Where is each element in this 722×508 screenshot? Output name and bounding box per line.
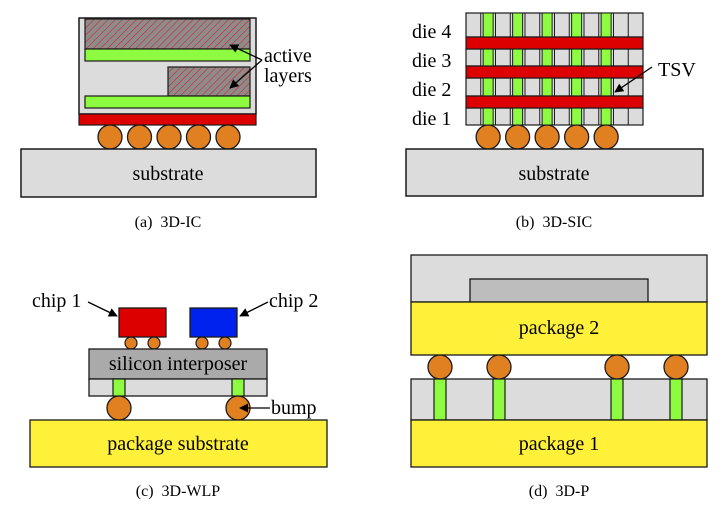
substrate-label: substrate (518, 163, 589, 185)
annotation-layers: layers (264, 65, 312, 87)
tsv (571, 107, 583, 126)
annotation-active: active (264, 45, 312, 67)
bonding-layer (465, 36, 644, 50)
bump-row (97, 124, 241, 150)
package-1-label: package 1 (519, 433, 600, 455)
caption-d: (d) 3D-P (529, 483, 590, 500)
chip-2 (189, 307, 238, 338)
green-layer-top (84, 48, 251, 62)
through-mold-via (610, 378, 624, 421)
solder-bump (185, 124, 212, 150)
micro-bump (218, 336, 232, 350)
tsv (571, 77, 583, 97)
bump-row (475, 124, 619, 150)
package-substrate-label: package substrate (107, 433, 249, 455)
tsv (541, 77, 553, 97)
tsv-label: TSV (658, 59, 696, 81)
interposer-base (88, 378, 268, 397)
bonding-layer (465, 65, 644, 79)
panel-3d-p: package 2 package 1 (d) 3D-P (410, 254, 708, 500)
tsv (541, 48, 553, 67)
solder-bump (215, 124, 241, 150)
caption-b: (b) 3D-SIC (516, 214, 592, 231)
via-row (433, 378, 683, 421)
die-label-4: die 4 (412, 21, 451, 43)
package-2-label: package 2 (519, 317, 600, 339)
solder-bump (97, 124, 123, 150)
micro-bump (124, 336, 138, 350)
through-mold-via (492, 378, 506, 421)
panel-3d-ic: substrate active layers (a) 3D-IC (20, 17, 317, 231)
solder-bump (504, 124, 531, 150)
tsv (482, 48, 494, 67)
solder-bump (563, 124, 590, 150)
c4-bump (106, 395, 132, 421)
solder-bump (593, 124, 619, 150)
package-substrate (29, 419, 328, 468)
tsv (512, 12, 524, 38)
substrate (20, 148, 317, 198)
chip1-arrow (87, 301, 118, 317)
micro-bump (195, 336, 209, 350)
solder-bump (126, 124, 153, 150)
bump-label: bump (271, 397, 317, 419)
interposer-label: silicon interposer (109, 353, 248, 375)
solder-bump (534, 124, 560, 150)
panel-3d-sic: substrate die 4 die 3 die 2 die 1 TSV (b… (405, 12, 704, 231)
solder-bump (156, 124, 182, 150)
tsv (541, 12, 553, 38)
top-die (469, 278, 649, 303)
tsv (482, 12, 494, 38)
tsv (482, 107, 494, 126)
bonding-layer (465, 95, 644, 109)
solder-ball (486, 354, 512, 380)
through-mold-via (669, 378, 683, 421)
tsv (482, 77, 494, 97)
solder-ball (663, 354, 689, 380)
panel-3d-wlp: silicon interposer package substrate chi… (29, 290, 328, 500)
red-redistribution-layer (78, 113, 257, 126)
tsv (512, 48, 524, 67)
tsv (600, 12, 612, 38)
green-layer-bottom (84, 95, 251, 109)
tsv (571, 48, 583, 67)
tsv-via (231, 378, 245, 397)
caption-a: (a) 3D-IC (135, 214, 202, 231)
substrate-label: substrate (132, 163, 203, 185)
tsv (512, 77, 524, 97)
tsv (512, 107, 524, 126)
chip1-label: chip 1 (32, 290, 81, 312)
substrate (405, 148, 704, 197)
tsv (571, 12, 583, 38)
tsv (600, 48, 612, 67)
annotation-arrow-bottom (229, 59, 263, 89)
solder-ball (604, 354, 630, 380)
die-label-3: die 3 (412, 50, 451, 72)
silicon-interposer (88, 348, 268, 380)
package-1 (410, 419, 708, 468)
active-layer-top (84, 18, 251, 50)
bottom-mold (410, 378, 708, 421)
tsv-arrow (614, 66, 653, 93)
annotation-arrow-top (229, 44, 263, 61)
chip-1 (118, 307, 167, 338)
through-mold-via (433, 378, 447, 421)
die-stack (465, 12, 644, 126)
micro-bump (147, 336, 161, 350)
tsv-via (112, 378, 126, 397)
die-label-2: die 2 (412, 79, 451, 101)
tsv (600, 77, 612, 97)
tsv (541, 107, 553, 126)
solder-ball (427, 354, 453, 380)
chip2-label: chip 2 (269, 290, 318, 312)
tsv (600, 107, 612, 126)
bump-row (427, 354, 689, 380)
solder-bump (475, 124, 501, 150)
chip2-arrow (239, 301, 269, 317)
caption-c: (c) 3D-WLP (136, 483, 221, 500)
die-label-1: die 1 (412, 108, 451, 130)
package-2 (410, 301, 708, 356)
